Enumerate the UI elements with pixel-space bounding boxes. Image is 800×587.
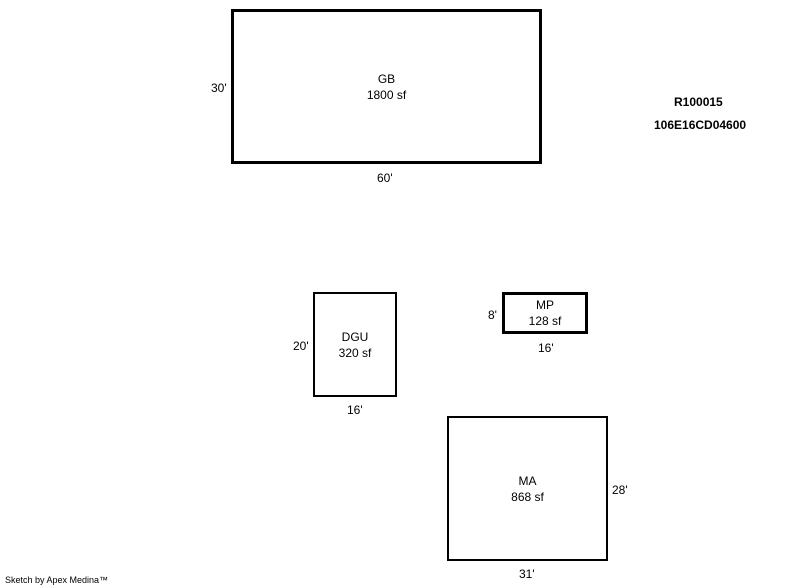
area-dgu-width: 16' — [347, 403, 363, 417]
area-dgu: DGU 320 sf — [313, 292, 397, 397]
area-ma-code: MA — [518, 473, 537, 488]
area-ma-size: 868 sf — [511, 489, 544, 504]
sketch-credit: Sketch by Apex Medina™ — [5, 575, 109, 585]
area-mp-width: 16' — [538, 341, 554, 355]
area-gb-code: GB — [377, 71, 396, 86]
area-ma-width: 31' — [519, 567, 535, 581]
area-mp-depth: 8' — [488, 308, 497, 322]
parcel-id: 106E16CD04600 — [654, 118, 747, 132]
area-dgu-code: DGU — [341, 329, 369, 344]
area-mp-code: MP — [536, 298, 554, 312]
area-gb-width: 60' — [377, 171, 393, 185]
area-ma: MA 868 sf — [447, 416, 608, 561]
record-number: R100015 — [674, 95, 723, 109]
area-gb: GB 1800 sf — [231, 9, 542, 164]
area-ma-depth: 28' — [612, 483, 628, 497]
area-dgu-size: 320 sf — [338, 345, 372, 360]
area-mp-size: 128 sf — [528, 314, 562, 328]
area-gb-size: 1800 sf — [366, 87, 407, 102]
area-mp: MP 128 sf — [502, 292, 588, 334]
area-gb-depth: 30' — [211, 81, 227, 95]
area-dgu-depth: 20' — [293, 339, 309, 353]
